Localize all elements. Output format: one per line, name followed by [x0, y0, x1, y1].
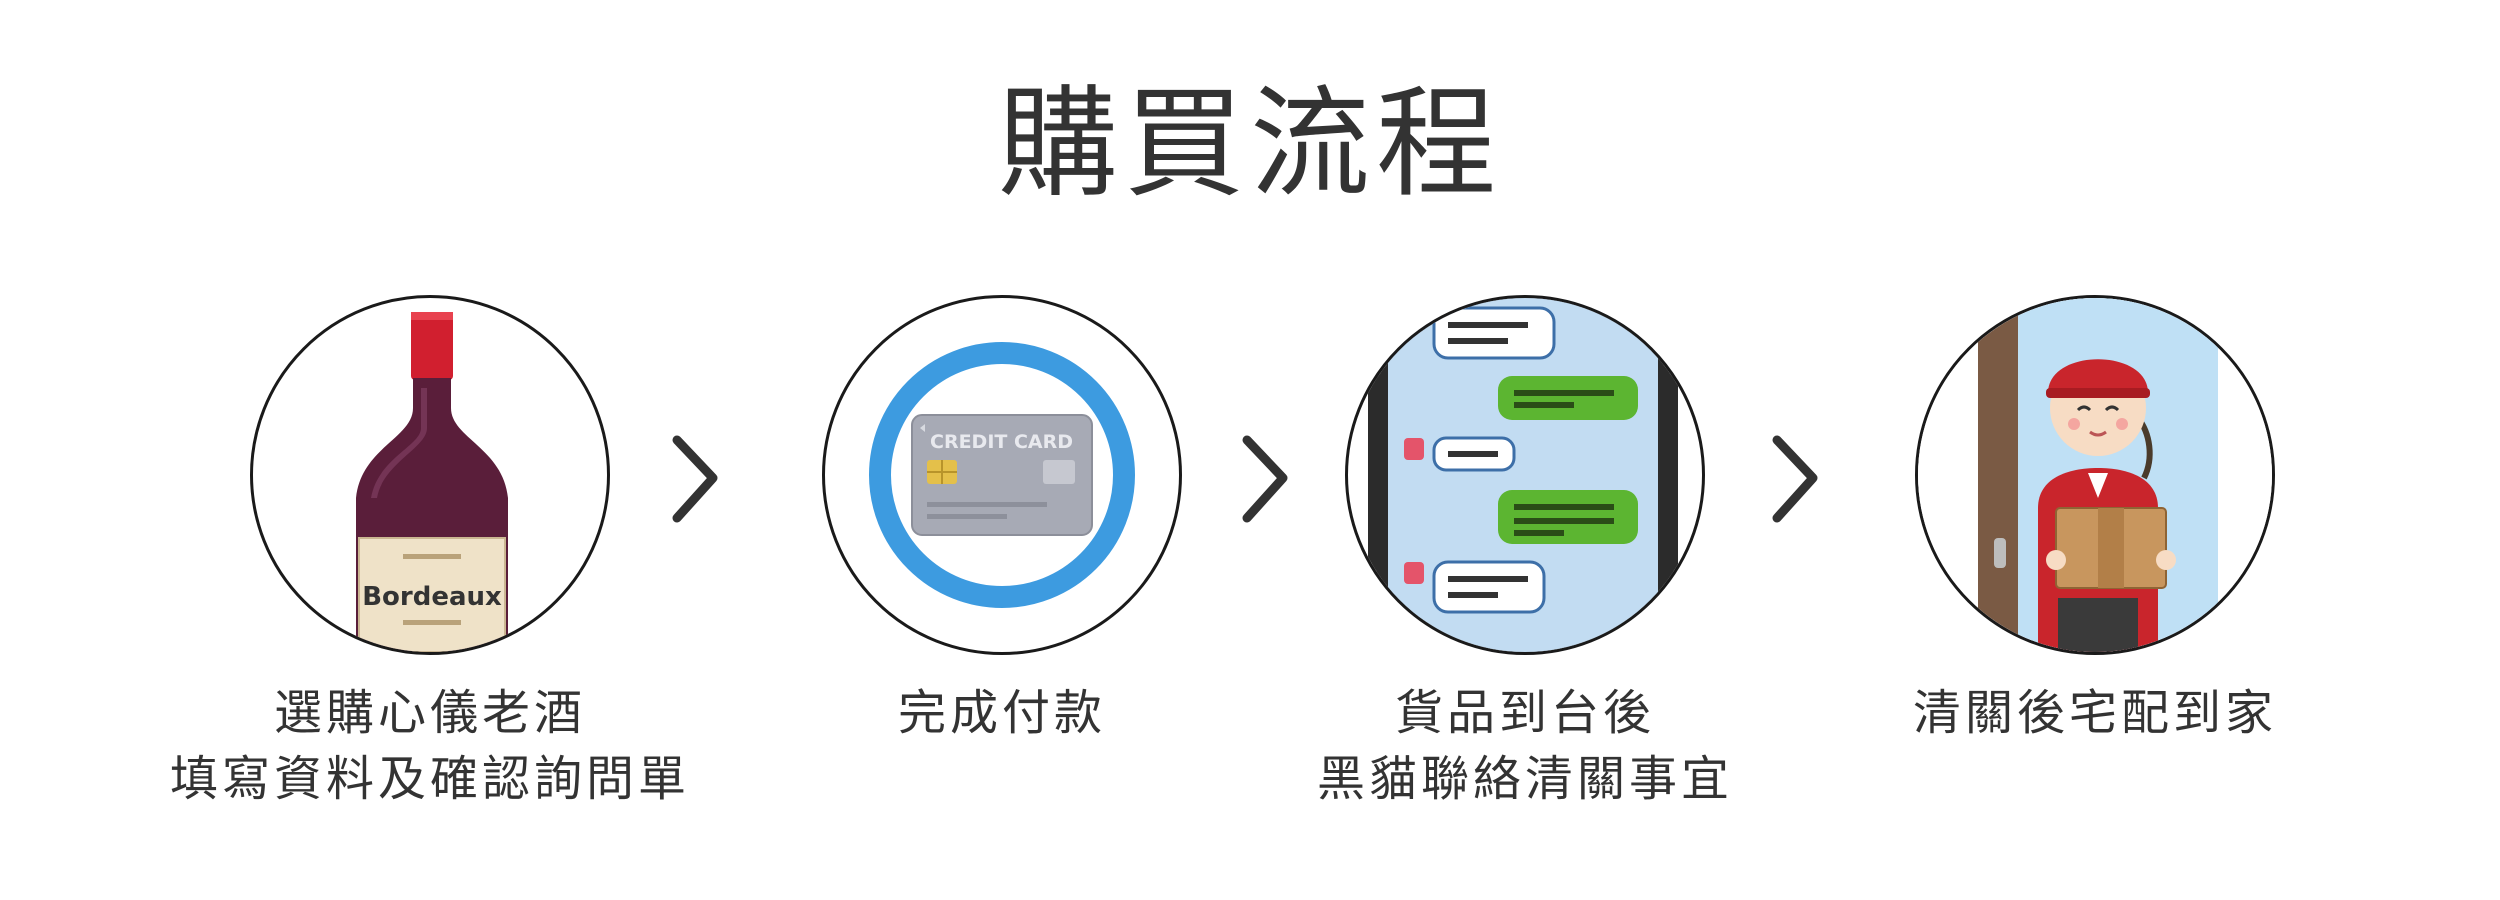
- wine-bottle-icon: Bordeaux: [356, 312, 508, 652]
- step-payment: CREDIT CARD 完成付款: [822, 295, 1182, 741]
- chevron-right-icon: [1772, 435, 1818, 523]
- step-arrival-contact: 貨品到台後 黑貓聯絡清關事宜: [1317, 295, 1729, 807]
- chevron-right-icon: [672, 435, 718, 523]
- step-select-wine: Bordeaux 選購心儀老酒 填寫資料及確認詢問單: [170, 295, 686, 807]
- step-label: 貨品到台後 黑貓聯絡清關事宜: [1225, 680, 1825, 812]
- step-label-line: 貨品到台後: [1394, 685, 1655, 741]
- step-label-line: 黑貓聯絡清關事宜: [1316, 751, 1733, 807]
- step-circle: CREDIT CARD: [822, 295, 1182, 655]
- step-circle: Bordeaux: [250, 295, 610, 655]
- step-circle: [1345, 295, 1705, 655]
- step-home-delivery: 清關後宅配到家: [1913, 295, 2275, 741]
- card-text: CREDIT CARD: [930, 431, 1073, 453]
- bottle-label-text: Bordeaux: [362, 582, 502, 612]
- step-label: 選購心儀老酒 填寫資料及確認詢問單: [130, 680, 730, 812]
- page-title: 購買流程: [998, 75, 1502, 214]
- step-label: 清關後宅配到家: [1795, 680, 2395, 746]
- step-label-line: 完成付款: [897, 685, 1106, 741]
- step-circle: [1915, 295, 2275, 655]
- step-label-line: 填寫資料及確認詢問單: [169, 751, 690, 807]
- step-label-line: 選購心儀老酒: [273, 685, 586, 741]
- credit-card-icon: CREDIT CARD: [869, 342, 1135, 608]
- delivery-person-icon: [1918, 298, 2272, 652]
- chevron-right-icon: [1242, 435, 1288, 523]
- step-label: 完成付款: [702, 680, 1302, 746]
- step-label-line: 清關後宅配到家: [1912, 685, 2277, 741]
- chat-messages-icon: [1368, 298, 1678, 652]
